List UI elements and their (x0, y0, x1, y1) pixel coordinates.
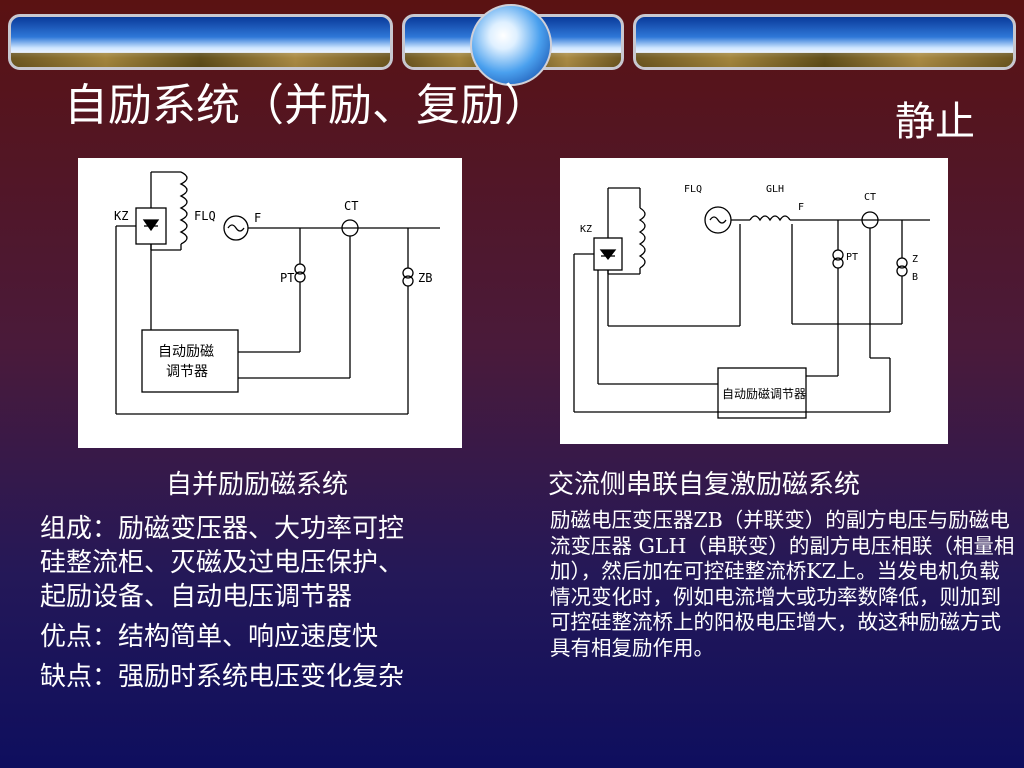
left-text-block: 组成：励磁变压器、大功率可控 硅整流柜、灭磁及过电压保护、 起励设备、自动电压调… (40, 512, 530, 694)
label-f: F (798, 202, 804, 213)
label-glh: GLH (766, 184, 784, 195)
slide-title: 自励系统（并励、复励） (64, 80, 548, 131)
self-shunt-excitation-diagram: KZ FLQ F CT PT ZB 自动励磁 调节器 (78, 158, 462, 448)
label-b: B (912, 272, 918, 283)
label-pt: PT (280, 271, 294, 285)
label-flq: FLQ (684, 184, 702, 195)
regulator-label: 自动励磁调节器 (722, 386, 806, 401)
regulator-label-line1: 自动励磁 (158, 344, 214, 360)
globe-ornament (470, 4, 552, 86)
composition-line-3: 起励设备、自动电压调节器 (40, 582, 353, 612)
header-banner-left (8, 14, 393, 70)
label-z: Z (912, 254, 918, 265)
label-kz: KZ (580, 224, 592, 235)
label-f: F (254, 211, 261, 225)
label-flq: FLQ (194, 209, 216, 223)
composition-line-2: 硅整流柜、灭磁及过电压保护、 (40, 548, 405, 578)
advantages-line: 优点：结构简单、响应速度快 (40, 622, 379, 652)
regulator-label-line2: 调节器 (166, 364, 208, 380)
label-zb: ZB (418, 271, 432, 285)
header-banner-right (633, 14, 1016, 70)
right-description: 励磁电压变压器ZB（并联变）的副方电压与励磁电流变压器 GLH（串联变）的副方电… (550, 508, 1015, 660)
disadvantages-line: 缺点：强励时系统电压变化复杂 (40, 662, 405, 692)
label-ct: CT (864, 192, 876, 203)
label-kz: KZ (114, 209, 128, 223)
diagram1-caption: 自并励励磁系统 (166, 470, 349, 500)
composition-line-1: 组成：励磁变压器、大功率可控 (40, 514, 405, 544)
label-pt: PT (846, 252, 858, 263)
diagram2-caption: 交流侧串联自复激励磁系统 (548, 470, 861, 500)
series-compound-excitation-diagram: KZ FLQ GLH F CT PT Z B 自动励磁调节器 (560, 158, 948, 444)
corner-label: 静止 (895, 99, 975, 145)
label-ct: CT (344, 199, 358, 213)
